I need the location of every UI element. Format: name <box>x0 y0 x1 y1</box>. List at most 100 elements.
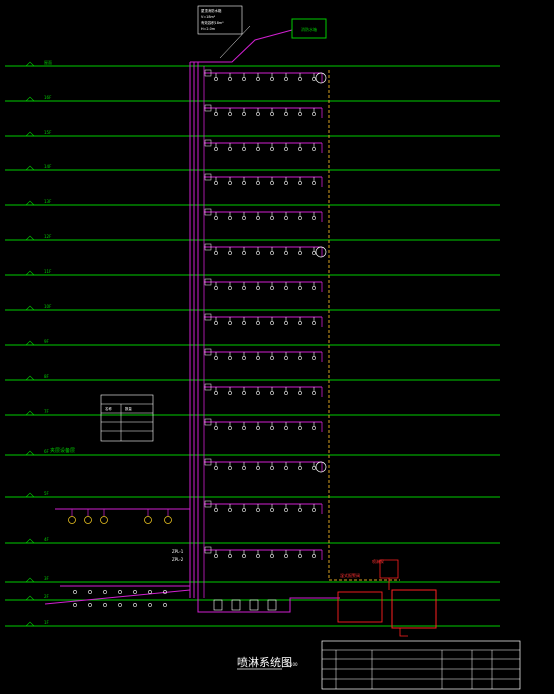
level-marker <box>25 538 35 544</box>
sprinkler-head <box>312 508 316 512</box>
level-marker <box>25 577 35 583</box>
sprinkler-head <box>284 356 288 360</box>
sprinkler-head <box>284 466 288 470</box>
sprinkler-head <box>163 590 167 594</box>
sprinkler-head <box>270 554 274 558</box>
leader-line <box>219 25 251 59</box>
alarm-valve <box>213 599 223 611</box>
sprinkler-head <box>228 356 232 360</box>
sprinkler-head <box>298 216 302 220</box>
sprinkler-head <box>163 603 167 607</box>
sprinkler-head <box>228 112 232 116</box>
sprinkler-head <box>284 181 288 185</box>
sprinkler-head <box>298 251 302 255</box>
sprinkler-head <box>312 321 316 325</box>
level-marker <box>25 375 35 381</box>
sprinkler-head <box>164 516 172 524</box>
flow-switch <box>315 461 327 473</box>
sprinkler-head <box>242 251 246 255</box>
sprinkler-head <box>312 251 316 255</box>
title-block-frame <box>321 640 521 690</box>
sprinkler-head <box>133 590 137 594</box>
branch-valve <box>204 69 212 77</box>
sprinkler-head <box>270 426 274 430</box>
level-marker <box>25 165 35 171</box>
sprinkler-head <box>68 516 76 524</box>
sprinkler-head <box>242 216 246 220</box>
sprinkler-head <box>270 251 274 255</box>
sprinkler-head <box>298 77 302 81</box>
sprinkler-head <box>284 216 288 220</box>
level-marker <box>25 200 35 206</box>
drawing-title-scale: 1:100 <box>286 662 298 667</box>
drain-line <box>328 70 400 581</box>
sprinkler-head <box>298 147 302 151</box>
sprinkler-head <box>242 321 246 325</box>
level-marker <box>25 340 35 346</box>
branch-valve <box>204 500 212 508</box>
sprinkler-head <box>270 181 274 185</box>
riser-pipes <box>189 25 293 598</box>
sprinkler-head <box>88 590 92 594</box>
legend-frame <box>100 394 154 442</box>
sprinkler-head <box>284 391 288 395</box>
level-marker <box>25 270 35 276</box>
valve-label: 湿式报警阀 <box>340 572 360 578</box>
legend-table: 名称数量 <box>100 394 154 442</box>
top-note-line-1: 屋顶消防水箱 <box>201 8 222 13</box>
sprinkler-head <box>88 603 92 607</box>
sprinkler-head <box>242 147 246 151</box>
sprinkler-head <box>298 554 302 558</box>
sprinkler-head <box>312 112 316 116</box>
sprinkler-head <box>256 321 260 325</box>
sprinkler-head <box>270 147 274 151</box>
sprinkler-head <box>242 77 246 81</box>
branch-valve <box>204 383 212 391</box>
sprinkler-head <box>256 466 260 470</box>
floor-lines <box>5 65 500 627</box>
sprinkler-head <box>312 286 316 290</box>
sprinkler-head <box>214 426 218 430</box>
sprinkler-head <box>84 516 92 524</box>
sprinkler-head <box>270 466 274 470</box>
sprinkler-head <box>270 508 274 512</box>
branch-valve <box>204 208 212 216</box>
roof-tank-outline <box>291 18 327 39</box>
floor-label: 10F <box>44 304 52 309</box>
sprinkler-head <box>270 356 274 360</box>
branch-valve <box>204 243 212 251</box>
sprinkler-head <box>118 603 122 607</box>
branch-valve <box>204 418 212 426</box>
sprinkler-head <box>242 391 246 395</box>
sprinkler-head <box>256 356 260 360</box>
top-note-line-4: H=2.0m <box>201 27 216 31</box>
sprinkler-head <box>214 508 218 512</box>
branch-pipe <box>44 589 191 605</box>
sprinkler-head <box>312 554 316 558</box>
sprinkler-head <box>242 554 246 558</box>
branch-valve <box>204 546 212 554</box>
sprinkler-head <box>228 508 232 512</box>
sprinkler-head <box>284 147 288 151</box>
sprinkler-head <box>256 147 260 151</box>
sprinkler-head <box>270 112 274 116</box>
sprinkler-head <box>214 356 218 360</box>
floor-label: 13F <box>44 199 52 204</box>
sprinkler-head <box>284 112 288 116</box>
floor-label: 3F <box>44 576 50 581</box>
sprinkler-head <box>298 426 302 430</box>
level-marker <box>25 96 35 102</box>
roof-connection-pipe <box>190 29 293 63</box>
sprinkler-head <box>256 112 260 116</box>
sprinkler-head <box>103 590 107 594</box>
alarm-valve <box>267 599 277 611</box>
supply-pipe <box>197 597 340 613</box>
branch-valve <box>204 139 212 147</box>
riser-label-2: ZPL-2 <box>172 557 184 562</box>
sprinkler-head <box>312 147 316 151</box>
sprinkler-head <box>242 508 246 512</box>
sprinkler-head <box>270 286 274 290</box>
roof-tank-label: 消防水箱 <box>301 26 317 32</box>
sprinkler-head <box>103 603 107 607</box>
sprinkler-head <box>242 181 246 185</box>
